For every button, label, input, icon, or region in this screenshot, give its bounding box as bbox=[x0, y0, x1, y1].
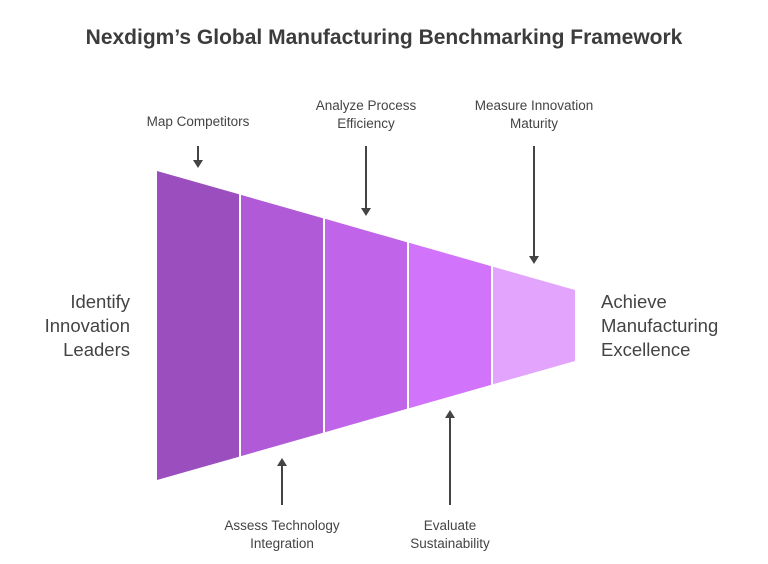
label-map-competitors: Map Competitors bbox=[118, 113, 278, 131]
funnel-stage-2 bbox=[241, 194, 323, 457]
funnel-stage-1 bbox=[157, 171, 239, 480]
end-label: Achieve Manufacturing Excellence bbox=[601, 290, 718, 362]
arrow-head-icon bbox=[529, 256, 539, 264]
label-line: Evaluate bbox=[423, 518, 477, 533]
start-label-line: Identify bbox=[70, 291, 130, 312]
end-label-line: Achieve bbox=[601, 291, 667, 312]
diagram-title: Nexdigm’s Global Manufacturing Benchmark… bbox=[85, 26, 683, 49]
label-line: Assess Technology bbox=[224, 518, 340, 533]
funnel-stage-3 bbox=[325, 218, 407, 433]
label-evaluate-sustainability: Evaluate Sustainability bbox=[370, 517, 530, 553]
label-line: Sustainability bbox=[410, 536, 490, 551]
label-line: Measure Innovation bbox=[474, 98, 594, 113]
start-label-line: Innovation bbox=[44, 315, 130, 336]
start-label: Identify Innovation Leaders bbox=[45, 290, 130, 362]
funnel-stage-4 bbox=[409, 242, 491, 409]
label-assess-technology: Assess Technology Integration bbox=[202, 517, 362, 553]
label-analyze-process: Analyze Process Efficiency bbox=[286, 97, 446, 133]
end-label-line: Excellence bbox=[601, 339, 691, 360]
funnel-stage-5 bbox=[493, 266, 575, 385]
label-line: Maturity bbox=[509, 116, 558, 131]
label-line: Map Competitors bbox=[146, 114, 250, 129]
arrow-head-icon bbox=[193, 160, 203, 168]
label-line: Efficiency bbox=[337, 116, 395, 131]
label-line: Analyze Process bbox=[315, 98, 417, 113]
label-measure-innovation: Measure Innovation Maturity bbox=[454, 97, 614, 133]
arrow-head-icon bbox=[277, 458, 287, 466]
arrow-head-icon bbox=[445, 410, 455, 418]
start-label-line: Leaders bbox=[63, 339, 130, 360]
end-label-line: Manufacturing bbox=[601, 315, 719, 336]
label-line: Integration bbox=[250, 536, 314, 551]
arrow-head-icon bbox=[361, 208, 371, 216]
